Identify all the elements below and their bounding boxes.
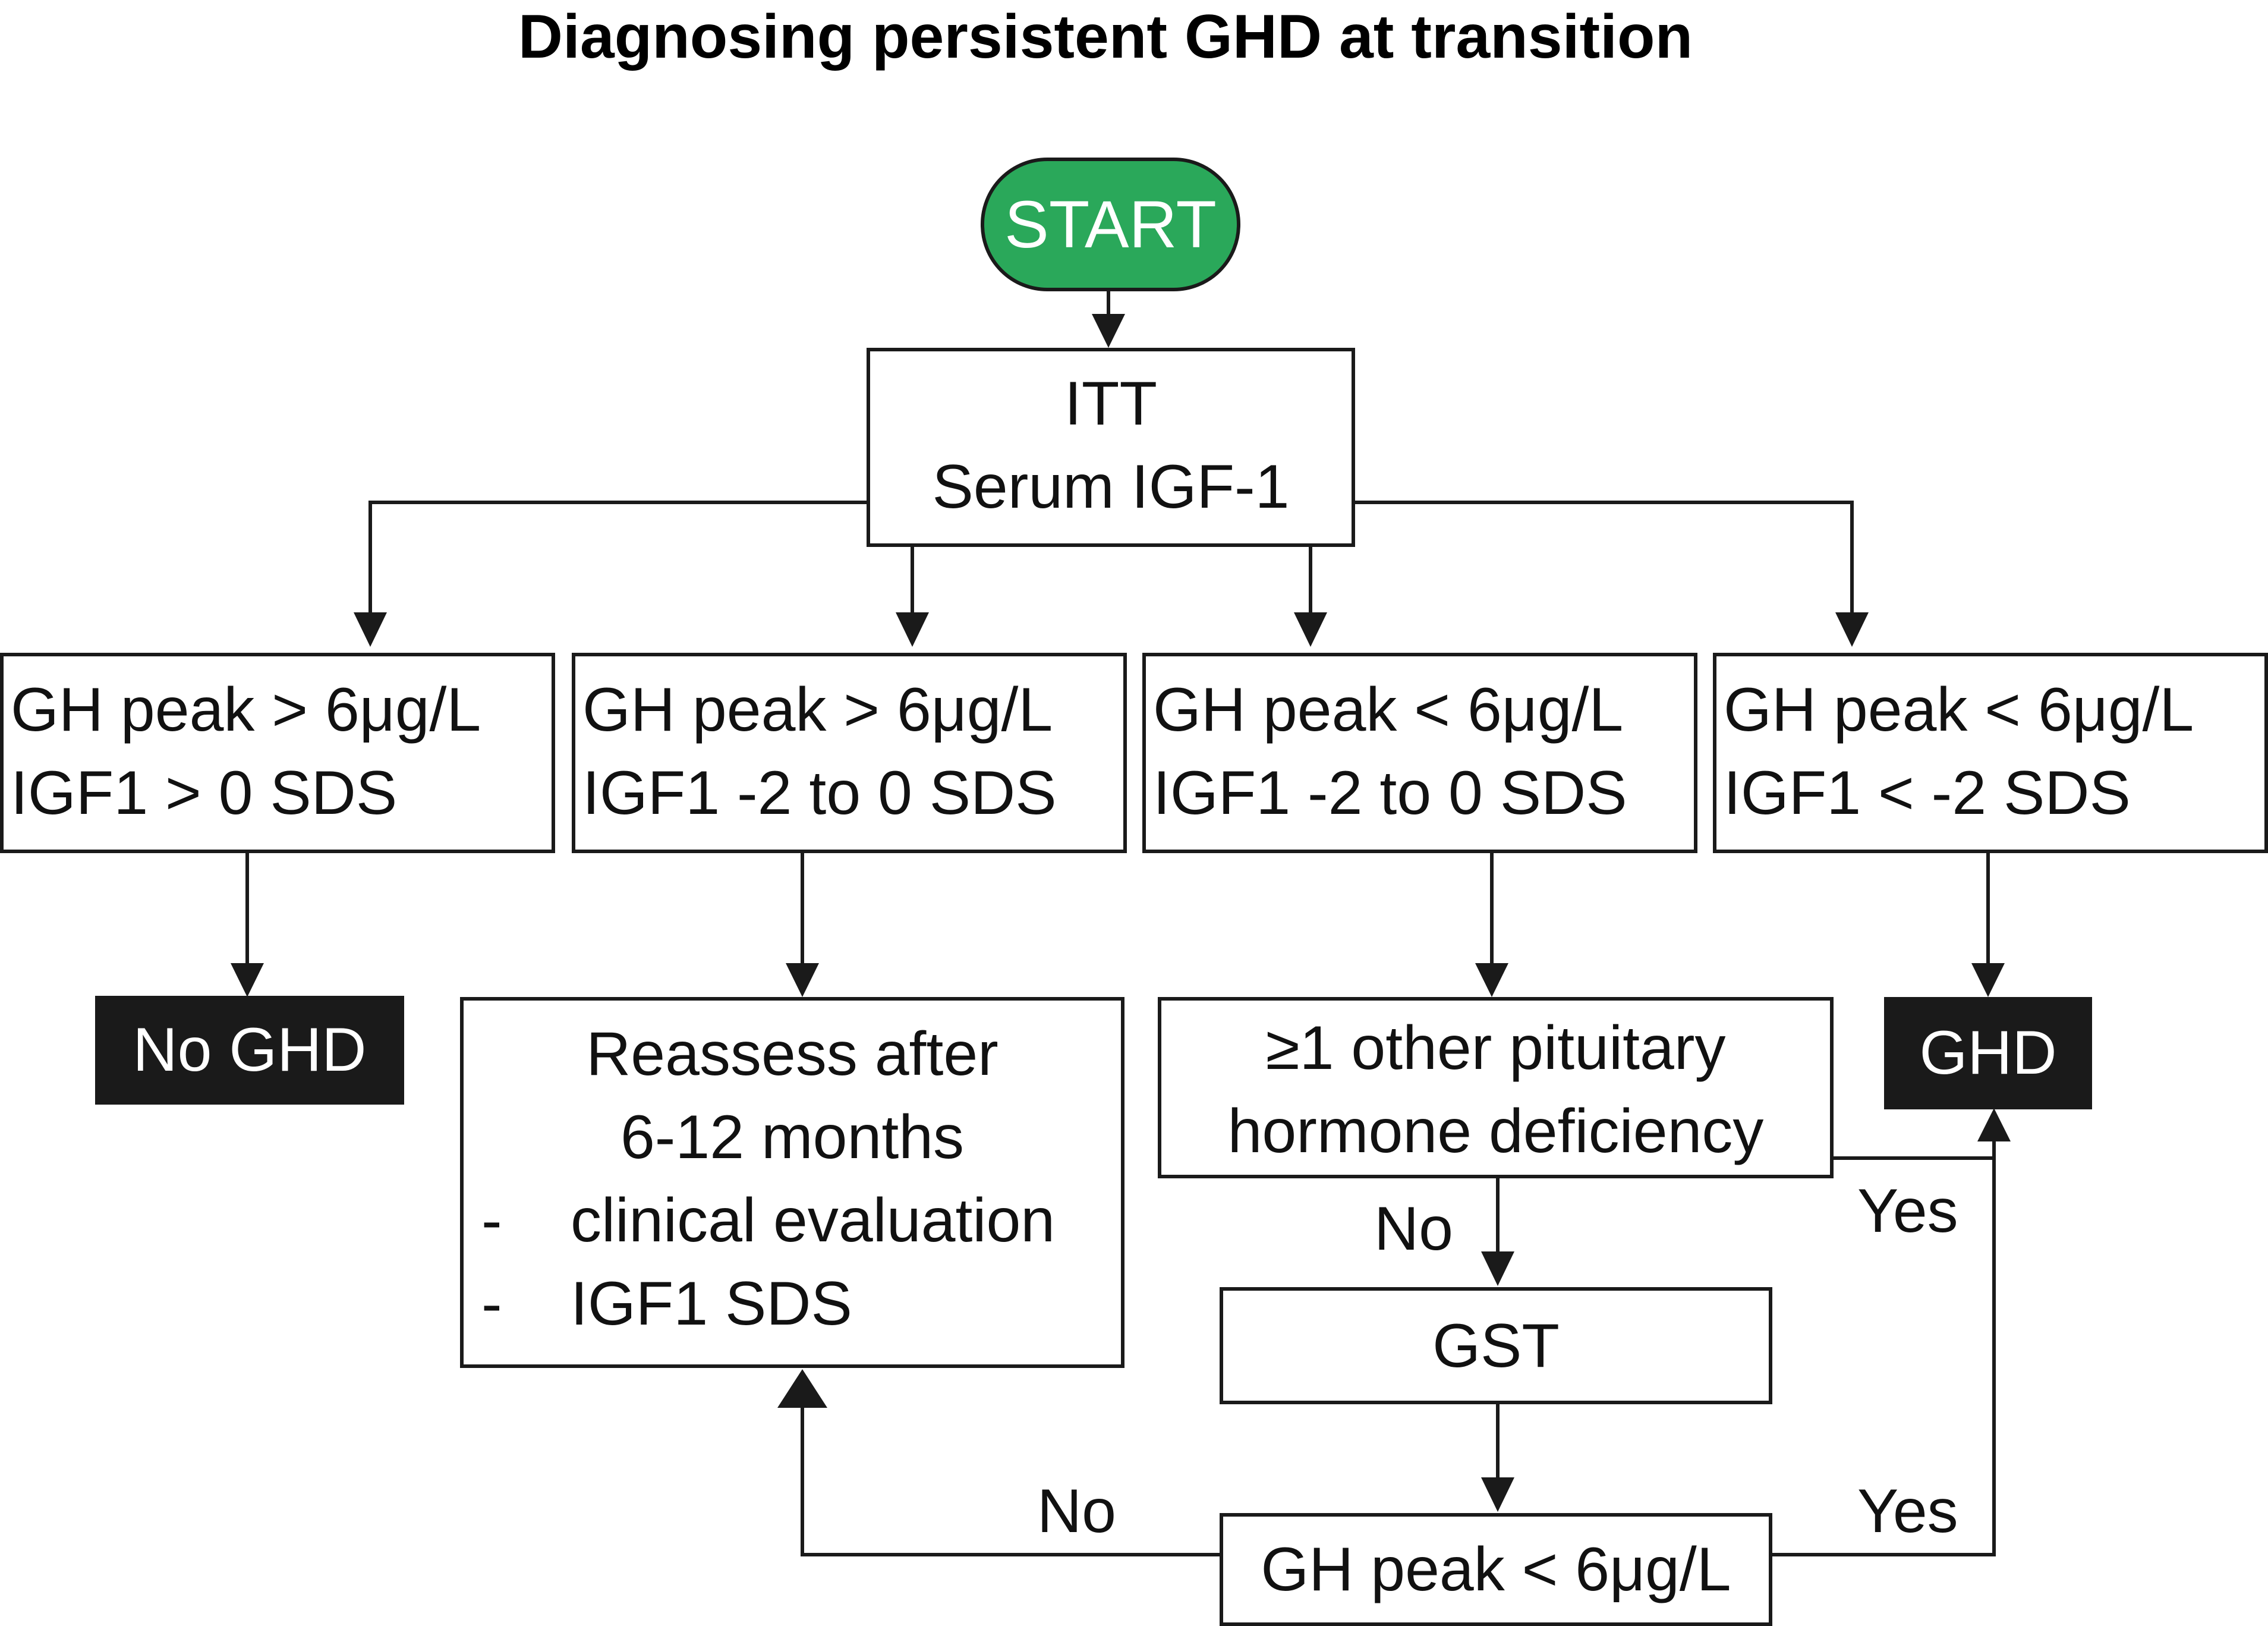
serum-igf1-label: Serum IGF-1 [932, 452, 1290, 521]
arrowhead-cat1 [354, 612, 387, 647]
category-box-3: GH peak < 6μg/L IGF1 -2 to 0 SDS [1142, 653, 1697, 853]
pituitary-deficiency-box: ≥1 other pituitary hormone deficiency [1158, 997, 1834, 1178]
reassess-interval: 6-12 months [620, 1103, 965, 1172]
itt-label: ITT [1064, 369, 1157, 438]
category-4-igf1: IGF1 < -2 SDS [1724, 759, 2131, 828]
start-node: START [981, 158, 1240, 291]
gh-peak-final-label: GH peak < 6μg/L [1261, 1535, 1731, 1604]
category-1-igf1: IGF1 > 0 SDS [11, 759, 398, 828]
connector-final-yes-to-ghd [1769, 1141, 1996, 1556]
label-yes-final: Yes [1857, 1477, 1958, 1546]
category-4-gh-peak: GH peak < 6μg/L [1724, 675, 2194, 744]
ghd-result: GHD [1884, 997, 2092, 1109]
arrowhead-start-itt [1092, 314, 1125, 348]
arrowhead-gst [1481, 1251, 1514, 1286]
arrowhead-pituitary [1475, 963, 1508, 997]
connector-final-no-to-reassess [801, 1408, 1221, 1556]
start-label: START [1004, 187, 1217, 262]
arrowhead-final [1481, 1477, 1514, 1512]
category-2-gh-peak: GH peak > 6μg/L [582, 675, 1053, 744]
diagram-title: Diagnosing persistent GHD at transition [518, 2, 1693, 71]
gst-label: GST [1432, 1311, 1560, 1380]
no-ghd-result: No GHD [95, 996, 404, 1105]
reassess-title: Reassess after [586, 1020, 998, 1089]
category-box-2: GH peak > 6μg/L IGF1 -2 to 0 SDS [572, 653, 1127, 853]
gst-box: GST [1220, 1287, 1772, 1404]
reassess-box: Reassess after 6-12 months -clinical eva… [460, 997, 1124, 1368]
category-2-igf1: IGF1 -2 to 0 SDS [582, 759, 1057, 828]
arrowhead-cat3 [1294, 612, 1327, 647]
no-ghd-label: No GHD [133, 1015, 367, 1084]
reassess-bullet-clinical: -clinical evaluation [481, 1186, 1056, 1255]
arrowhead-noghd [231, 963, 264, 997]
pituitary-line2: hormone deficiency [1227, 1097, 1764, 1166]
arrowhead-reassess [786, 963, 819, 997]
connector-itt-to-cat1 [368, 501, 868, 612]
category-3-igf1: IGF1 -2 to 0 SDS [1153, 759, 1627, 828]
arrowhead-cat2 [896, 612, 929, 647]
label-no-pituitary: No [1374, 1194, 1453, 1263]
reassess-bullet-igf1: -IGF1 SDS [481, 1269, 852, 1338]
category-1-gh-peak: GH peak > 6μg/L [11, 675, 481, 744]
arrowhead-ghd [1971, 963, 2005, 997]
connector-itt-to-cat4 [1354, 501, 1854, 612]
category-3-gh-peak: GH peak < 6μg/L [1153, 675, 1624, 744]
label-no-final: No [1037, 1477, 1116, 1546]
pituitary-line1: ≥1 other pituitary [1265, 1014, 1726, 1083]
label-yes-pituitary: Yes [1857, 1177, 1958, 1246]
gh-peak-final-box: GH peak < 6μg/L [1220, 1513, 1772, 1626]
category-box-4: GH peak < 6μg/L IGF1 < -2 SDS [1713, 653, 2268, 853]
arrowhead-cat4 [1835, 612, 1869, 647]
itt-box: ITT Serum IGF-1 [867, 348, 1355, 547]
arrowhead-ghd-from-yes [1977, 1108, 2011, 1141]
arrowhead-reassess-from-no [777, 1369, 827, 1408]
category-box-1: GH peak > 6μg/L IGF1 > 0 SDS [0, 653, 555, 853]
ghd-label: GHD [1919, 1018, 2057, 1087]
